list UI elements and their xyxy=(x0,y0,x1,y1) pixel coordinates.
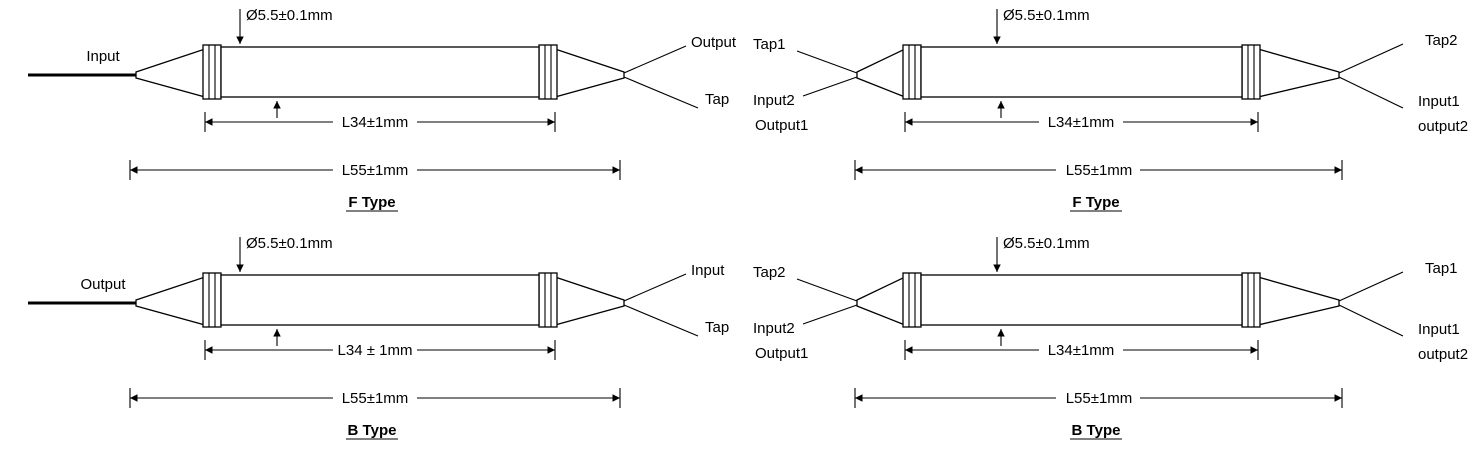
body-length-label: L34±1mm xyxy=(342,114,409,131)
left-bottom-port-label-line1: Input2 xyxy=(753,320,795,337)
diameter-label: Ø5.5±0.1mm xyxy=(246,7,333,24)
total-length-label: L55±1mm xyxy=(342,162,409,179)
body-length-label: L34 ± 1mm xyxy=(338,342,413,359)
coupler-drawing xyxy=(28,237,698,408)
right-top-port-label: Input xyxy=(691,262,725,279)
total-length-label: L55±1mm xyxy=(1066,162,1133,179)
left-top-port-label: Tap2 xyxy=(753,264,786,281)
type-label: F Type xyxy=(348,194,395,211)
right-bottom-port-label-line1: Input1 xyxy=(1418,321,1460,338)
coupler-drawing xyxy=(797,237,1403,408)
type-label: F Type xyxy=(1072,194,1119,211)
diagram-b-type-1x2: Output Ø5.5±0.1mm Input Tap L34 ± 1mm L5… xyxy=(28,235,729,440)
total-length-label: L55±1mm xyxy=(1066,390,1133,407)
diagram-b-type-2x2: Tap2 Input2 Output1 Ø5.5±0.1mm Tap1 Inpu… xyxy=(753,235,1468,440)
diameter-label: Ø5.5±0.1mm xyxy=(1003,235,1090,252)
coupler-drawing xyxy=(28,9,698,180)
right-bottom-port-label: Tap xyxy=(705,91,729,108)
diagram-f-type-2x2: Tap1 Input2 Output1 Ø5.5±0.1mm Tap2 Inpu… xyxy=(753,7,1468,212)
diameter-label: Ø5.5±0.1mm xyxy=(1003,7,1090,24)
coupler-drawing xyxy=(797,9,1403,180)
left-top-port-label: Tap1 xyxy=(753,36,786,53)
diagram-f-type-1x2: Input Ø5.5±0.1mm Output Tap L34±1mm L55±… xyxy=(28,7,737,212)
total-length-label: L55±1mm xyxy=(342,390,409,407)
right-bottom-port-label-line2: output2 xyxy=(1418,118,1468,135)
right-bottom-port-label: Tap xyxy=(705,319,729,336)
type-label: B Type xyxy=(1072,422,1121,439)
right-bottom-port-label-line2: output2 xyxy=(1418,346,1468,363)
right-top-port-label: Output xyxy=(691,34,737,51)
left-port-label: Output xyxy=(80,276,126,293)
left-bottom-port-label-line2: Output1 xyxy=(755,117,808,134)
left-port-label: Input xyxy=(86,48,120,65)
right-top-port-label: Tap1 xyxy=(1425,260,1458,277)
right-top-port-label: Tap2 xyxy=(1425,32,1458,49)
type-label: B Type xyxy=(348,422,397,439)
diameter-label: Ø5.5±0.1mm xyxy=(246,235,333,252)
left-bottom-port-label-line2: Output1 xyxy=(755,345,808,362)
right-bottom-port-label-line1: Input1 xyxy=(1418,93,1460,110)
body-length-label: L34±1mm xyxy=(1048,342,1115,359)
left-bottom-port-label-line1: Input2 xyxy=(753,92,795,109)
body-length-label: L34±1mm xyxy=(1048,114,1115,131)
